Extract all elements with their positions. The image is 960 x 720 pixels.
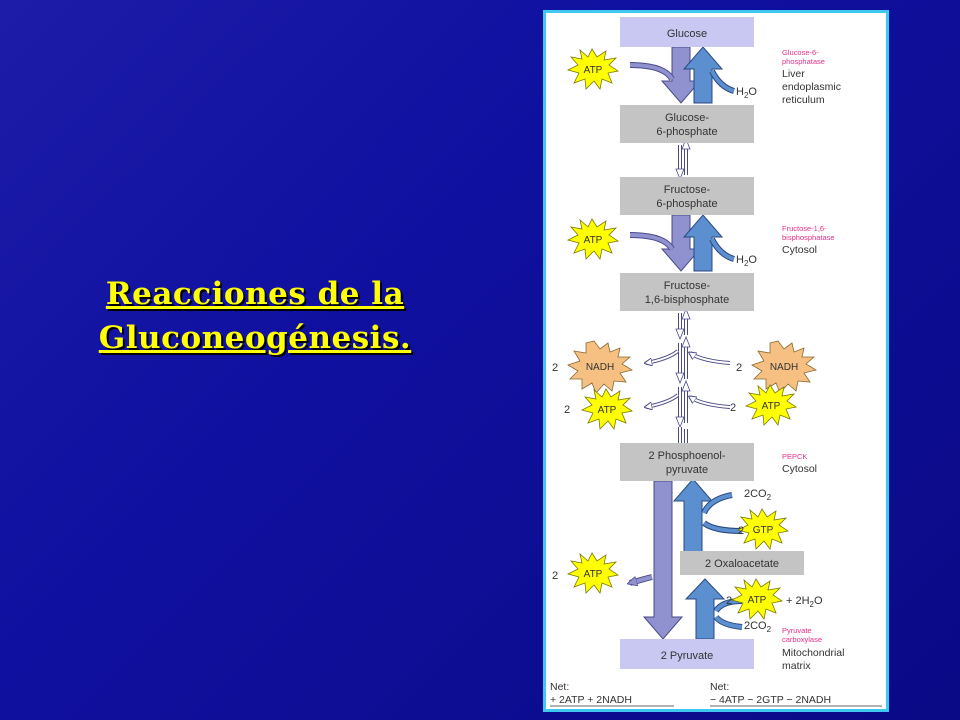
box-f16bp: [620, 273, 754, 311]
slide-title-line2: Gluconeogénesis.: [98, 320, 412, 356]
box-oaa: [680, 551, 804, 575]
box-f6p: [620, 177, 754, 215]
atp-burst-3: ATP: [580, 388, 634, 430]
label-g6p-2: 6-phosphate: [656, 126, 717, 138]
reversible-arrow-to-pep: [678, 427, 688, 445]
atp-burst-5: ATP: [566, 552, 620, 594]
atp-label-4: ATP: [762, 401, 781, 412]
h2o-label-2: H2O: [736, 254, 757, 268]
gluconeogenesis-arrow-pepck: [672, 478, 714, 554]
box-glucose: [620, 17, 754, 47]
gtp-coef: 2: [738, 525, 744, 537]
glycolysis-arrow-1: [660, 46, 702, 104]
nadh-label-left: NADH: [586, 362, 614, 373]
label-pep-1: 2 Phosphoenol-: [648, 450, 725, 462]
net-left-label: Net:: [550, 681, 569, 693]
label-pyruvate: 2 Pyruvate: [661, 650, 714, 662]
reversible-arrow-g6p-f6p: [675, 137, 691, 181]
co2-label-top: 2CO2: [744, 488, 772, 502]
atp-label-5: ATP: [584, 569, 603, 580]
reversible-arrow-nadh-step: [646, 335, 731, 385]
co2-out-arrow: [702, 493, 733, 514]
atp-burst-6: ATP: [730, 578, 784, 620]
net-left-value: + 2ATP + 2NADH: [550, 694, 632, 706]
net-right-value: − 4ATP − 2GTP − 2NADH: [710, 694, 831, 706]
box-g6p: [620, 105, 754, 143]
location-cytosol-1: Cytosol: [782, 244, 817, 256]
enzyme-pepck: PEPCK: [782, 452, 807, 461]
gtp-burst: GTP: [736, 508, 790, 550]
co2-label-bottom: 2CO2: [744, 620, 772, 634]
glycolysis-arrow-pk: [642, 480, 684, 640]
reversible-arrow-atp-step: [646, 379, 731, 429]
reversible-arrow-f16bp-triose: [675, 307, 691, 341]
label-f16bp-2: 1,6-bisphosphate: [645, 294, 729, 306]
enzyme-pc-1: Pyruvate: [782, 626, 812, 635]
slide-title-line1: Reacciones de la: [105, 276, 405, 312]
location-mito-1: Mitochondrial: [782, 647, 844, 659]
nadh-burst-right: NADH: [751, 340, 818, 394]
label-f16bp-1: Fructose-: [664, 280, 711, 292]
location-liver: Liver: [782, 68, 805, 80]
gluconeogenesis-arrow-pc: [684, 578, 726, 640]
nadh-burst-left: NADH: [567, 340, 634, 394]
box-pep: [620, 443, 754, 481]
atp-burst-1: ATP: [566, 48, 620, 90]
plus-h2o-label: + 2H2O: [786, 595, 823, 609]
nadh-label-right: NADH: [770, 362, 798, 373]
gluconeogenesis-diagram: Glucose Glucose- 6-phosphate Fructose- 6…: [543, 10, 889, 712]
pathway-svg: Glucose Glucose- 6-phosphate Fructose- 6…: [550, 17, 882, 707]
h2o-label-1: H2O: [736, 86, 757, 100]
gluconeogenesis-arrow-1: [682, 46, 724, 104]
label-pep-2: pyruvate: [666, 464, 708, 476]
atp-coef-left: 2: [564, 404, 570, 416]
location-cytosol-2: Cytosol: [782, 463, 817, 475]
nadh-coef-left: 2: [552, 362, 558, 374]
atp-coef-pc: 2: [726, 595, 732, 607]
atp-burst-2: ATP: [566, 218, 620, 260]
enzyme-g6pase-2: phosphatase: [782, 57, 825, 66]
gtp-label: GTP: [753, 525, 774, 536]
gluconeogenesis-arrow-2: [682, 214, 724, 272]
atp-label-1: ATP: [584, 65, 603, 76]
box-pyruvate: [620, 639, 754, 669]
enzyme-fbpase-1: Fructose-1,6-: [782, 224, 827, 233]
atp-burst-4: ATP: [744, 384, 798, 426]
label-oaa: 2 Oxaloacetate: [705, 558, 779, 570]
atp-coef-bottom-left: 2: [552, 570, 558, 582]
gtp-in-arrow: [702, 521, 743, 533]
label-f6p-1: Fructose-: [664, 184, 711, 196]
atp-label-2: ATP: [584, 235, 603, 246]
net-right-label: Net:: [710, 681, 729, 693]
location-er-2: reticulum: [782, 94, 825, 106]
atp-label-3: ATP: [598, 405, 617, 416]
enzyme-g6pase-1: Glucose-6-: [782, 48, 819, 57]
enzyme-pc-2: carboxylase: [782, 635, 822, 644]
co2-in-arrow-pc: [714, 615, 743, 629]
enzyme-fbpase-2: bisphosphatase: [782, 233, 835, 242]
nadh-coef-right: 2: [736, 362, 742, 374]
location-mito-2: matrix: [782, 660, 811, 672]
location-er-1: endoplasmic: [782, 81, 841, 93]
label-f6p-2: 6-phosphate: [656, 198, 717, 210]
atp-label-6: ATP: [748, 595, 767, 606]
slide-title: Reacciones de la Gluconeogénesis.: [60, 272, 450, 360]
label-glucose: Glucose: [667, 28, 707, 40]
atp-coef-right: 2: [730, 402, 736, 414]
label-g6p-1: Glucose-: [665, 112, 709, 124]
atp-out-arrow-pk: [630, 575, 653, 583]
